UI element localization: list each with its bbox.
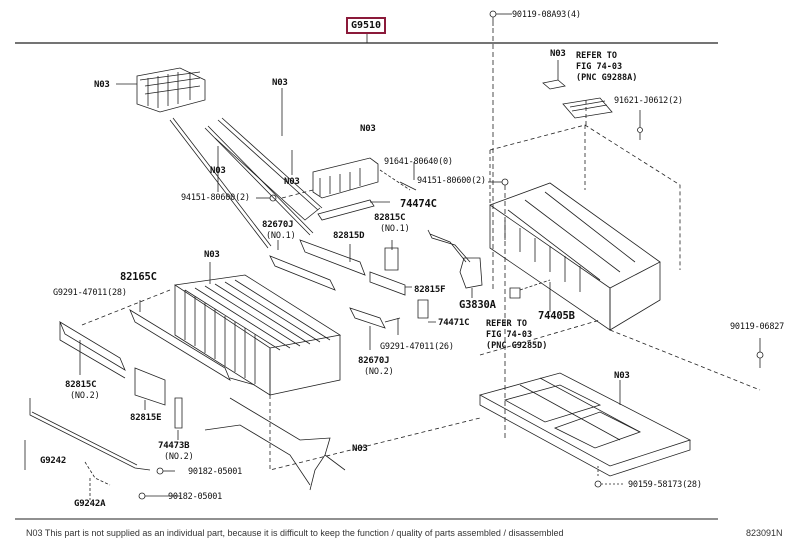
- battery-cover-part: [489, 182, 661, 331]
- label-g3830a[interactable]: G3830A: [459, 299, 496, 311]
- lower-tray-part: [478, 372, 692, 478]
- label-74474c[interactable]: 74474C: [400, 198, 437, 210]
- plate-91621-part: [562, 97, 613, 119]
- label-94151-80600-right[interactable]: 94151-80600(2): [417, 176, 486, 186]
- assembly-outline: [489, 124, 681, 270]
- bar-74474c-part: [317, 199, 390, 221]
- label-82815c-no1-sub: (NO.1): [380, 224, 410, 234]
- label-82815c-no2[interactable]: 82815C: [65, 380, 97, 390]
- label-82815e[interactable]: 82815E: [130, 413, 162, 423]
- bolt-91641-icon: [399, 162, 417, 191]
- label-82815d[interactable]: 82815D: [333, 231, 365, 241]
- harness-part: [204, 397, 346, 491]
- label-82815c-no1[interactable]: 82815C: [374, 213, 406, 223]
- label-n03-tray-top[interactable]: N03: [550, 49, 566, 59]
- label-82815f[interactable]: 82815F: [414, 285, 446, 295]
- nut-94151-left-icon: [256, 194, 277, 202]
- g3830a-part: [459, 257, 483, 298]
- label-82815c-no2-sub: (NO.2): [70, 391, 100, 401]
- label-74473b-sub: (NO.2): [164, 452, 194, 462]
- label-n03-rod3[interactable]: N03: [284, 177, 300, 187]
- label-74473b[interactable]: 74473B: [158, 441, 190, 451]
- bolt-90182-b-icon: [138, 492, 180, 500]
- label-82670j-no1-sub: (NO.1): [266, 231, 296, 241]
- pnc-highlight-g9510[interactable]: G9510: [346, 17, 386, 34]
- label-91621-j0612[interactable]: 91621-J0612(2): [614, 96, 683, 106]
- bracket-82815e-part: [134, 367, 166, 410]
- bolt-90119-right-icon: [756, 338, 764, 368]
- label-82165c[interactable]: 82165C: [120, 271, 157, 283]
- dashed-guide-right: [609, 329, 761, 391]
- clip-74473b-part: [174, 397, 183, 440]
- label-90159-58173[interactable]: 90159-58173(28): [628, 480, 702, 490]
- label-90182-05001-a[interactable]: 90182-05001: [188, 467, 243, 477]
- label-g9242a[interactable]: G9242A: [74, 499, 106, 509]
- label-n03-rod1[interactable]: N03: [272, 78, 288, 88]
- label-n03-cover[interactable]: N03: [360, 124, 376, 134]
- bracket-82670j-no2-part: [349, 307, 401, 350]
- bolt-90182-a-icon: [156, 467, 175, 475]
- battery-module-part: [173, 262, 342, 396]
- bolt-top-icon: [489, 10, 512, 290]
- bracket-g9242a-part: [84, 461, 111, 500]
- nut-94151-right-icon: [488, 178, 509, 440]
- bolt-91621-icon: [637, 110, 643, 140]
- upper-cover-part: [281, 157, 411, 199]
- bracket-82815f-part: [369, 271, 412, 296]
- label-90119-06827[interactable]: 90119-06827: [730, 322, 785, 332]
- label-91641-80640[interactable]: 91641-80640(0): [384, 157, 453, 167]
- footnote-n03: N03 This part is not supplied as an indi…: [26, 528, 564, 538]
- label-82670j-no2[interactable]: 82670J: [358, 356, 390, 366]
- label-90119-08a93[interactable]: 90119-08A93(4): [512, 10, 581, 20]
- rail-82165c-part: [129, 300, 256, 386]
- label-g9291-47011-26[interactable]: G9291-47011(26): [380, 342, 454, 352]
- label-74405b[interactable]: 74405B: [538, 310, 575, 322]
- label-n03-bracket[interactable]: N03: [94, 80, 110, 90]
- refer-fig-74-03-g9288a[interactable]: REFER TO FIG 74-03 (PNC G9288A): [576, 51, 638, 83]
- label-g9242[interactable]: G9242: [40, 456, 67, 466]
- label-82670j-no2-sub: (NO.2): [364, 367, 394, 377]
- bracket-82815d-part: [299, 239, 366, 276]
- figure-code: 823091N: [746, 528, 783, 538]
- rods-part: [169, 88, 323, 249]
- label-n03-rod2[interactable]: N03: [210, 166, 226, 176]
- label-94151-80600-left[interactable]: 94151-80600(2): [181, 193, 250, 203]
- plate-n03-top-part: [542, 60, 566, 90]
- label-82670j-no1[interactable]: 82670J: [262, 220, 294, 230]
- label-90182-05001-b[interactable]: 90182-05001: [168, 492, 223, 502]
- label-n03-battery-module[interactable]: N03: [204, 250, 220, 260]
- label-n03-harness[interactable]: N03: [352, 444, 368, 454]
- n03-bracket-part: [116, 67, 206, 113]
- refer-fig-74-03-g9285d[interactable]: REFER TO FIG 74-03 (PNC G9285D): [486, 319, 548, 351]
- bracket-82815c-no2-part: [59, 321, 126, 379]
- dashed-guide: [81, 289, 481, 471]
- label-74471c[interactable]: 74471C: [438, 318, 470, 328]
- clip-82815c-no1-part: [384, 240, 399, 271]
- bracket-82670j-no1-part: [269, 240, 336, 291]
- clip-74471c-part: [417, 299, 436, 323]
- bolt-90159-icon: [594, 480, 625, 488]
- bar-g9242-part: [24, 398, 151, 471]
- label-g9291-47011-28[interactable]: G9291-47011(28): [53, 288, 127, 298]
- label-n03-lower-tray[interactable]: N03: [614, 371, 630, 381]
- cable-part: [427, 229, 471, 263]
